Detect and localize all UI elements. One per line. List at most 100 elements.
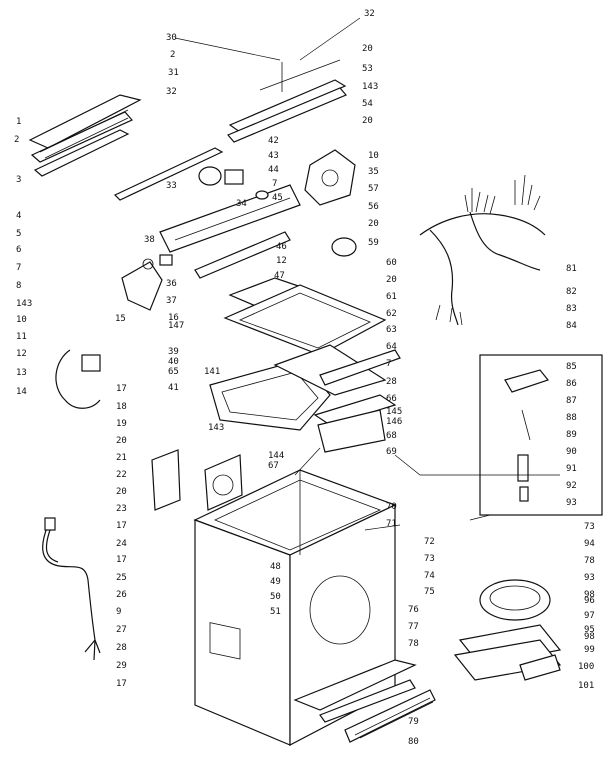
callout-label: 146 bbox=[386, 417, 403, 427]
callout-label: 95 bbox=[584, 625, 595, 635]
callout-label: 77 bbox=[408, 622, 419, 632]
callout-label: 10 bbox=[368, 151, 379, 161]
callout-label: 7 bbox=[386, 359, 392, 369]
callout-label: 17 bbox=[116, 384, 127, 394]
callout-label: 54 bbox=[362, 99, 373, 109]
callout-label: 26 bbox=[116, 590, 127, 600]
callout-label: 87 bbox=[566, 396, 577, 406]
callout-label: 145 bbox=[386, 407, 403, 417]
callout-label: 80 bbox=[408, 737, 419, 747]
callout-label: 94 bbox=[584, 539, 595, 549]
callout-label: 61 bbox=[386, 292, 397, 302]
callout-label: 143 bbox=[208, 423, 225, 433]
callout-label: 91 bbox=[566, 464, 577, 474]
callout-label: 93 bbox=[566, 498, 577, 508]
callout-label: 74 bbox=[424, 571, 435, 581]
callout-label: 48 bbox=[270, 562, 281, 572]
callout-label: 57 bbox=[368, 184, 379, 194]
callout-label: 78 bbox=[408, 639, 419, 649]
callout-label: 17 bbox=[116, 679, 127, 689]
part-fan-assembly bbox=[304, 149, 357, 257]
callout-label: 19 bbox=[116, 419, 127, 429]
callout-label: 10 bbox=[16, 315, 27, 325]
callout-label: 24 bbox=[116, 539, 127, 549]
callout-label: 37 bbox=[166, 296, 177, 306]
callout-label: 38 bbox=[144, 235, 155, 245]
callout-label: 8 bbox=[16, 281, 22, 291]
callout-label: 17 bbox=[116, 521, 127, 531]
callout-label: 49 bbox=[270, 577, 281, 587]
callout-label: 29 bbox=[116, 661, 127, 671]
callout-label: 20 bbox=[368, 219, 379, 229]
callout-label: 147 bbox=[168, 321, 185, 331]
callout-label: 20 bbox=[362, 116, 373, 126]
callout-label: 7 bbox=[272, 179, 278, 189]
callout-label: 96 bbox=[584, 596, 595, 606]
callout-label: 53 bbox=[362, 64, 373, 74]
callout-label: 85 bbox=[566, 362, 577, 372]
callout-label: 33 bbox=[166, 181, 177, 191]
callout-label: 143 bbox=[362, 82, 379, 92]
callout-label: 89 bbox=[566, 430, 577, 440]
callout-label: 98 bbox=[584, 590, 595, 600]
callout-label: 78 bbox=[584, 556, 595, 566]
callout-label: 30 bbox=[166, 33, 177, 43]
part-door-switch bbox=[151, 449, 243, 511]
callout-label: 144 bbox=[268, 451, 285, 461]
callout-label: 39 bbox=[168, 347, 179, 357]
callout-label: 3 bbox=[16, 175, 22, 185]
callout-label: 9 bbox=[116, 607, 122, 617]
callout-label: 12 bbox=[16, 349, 27, 359]
callout-label: 12 bbox=[276, 256, 287, 266]
callout-label: 43 bbox=[268, 151, 279, 161]
callout-label: 2 bbox=[14, 135, 20, 145]
callout-label: 82 bbox=[566, 287, 577, 297]
callout-label: 20 bbox=[386, 275, 397, 285]
callout-label: 28 bbox=[386, 377, 397, 387]
part-top-rear-panel bbox=[28, 94, 142, 177]
callout-label: 143 bbox=[16, 299, 33, 309]
callout-label: 15 bbox=[115, 314, 126, 324]
callout-label: 21 bbox=[116, 453, 127, 463]
callout-label: 16 bbox=[168, 313, 179, 323]
callout-label: 27 bbox=[116, 625, 127, 635]
callout-label: 90 bbox=[566, 447, 577, 457]
callout-label: 32 bbox=[166, 87, 177, 97]
callout-label: 22 bbox=[116, 470, 127, 480]
callout-label: 31 bbox=[168, 68, 179, 78]
callout-label: 18 bbox=[116, 402, 127, 412]
callout-label: 101 bbox=[578, 681, 595, 691]
callout-label: 51 bbox=[270, 607, 281, 617]
callout-label: 70 bbox=[386, 502, 397, 512]
callout-label: 73 bbox=[424, 554, 435, 564]
callout-label: 98 bbox=[584, 632, 595, 642]
callout-label: 60 bbox=[386, 258, 397, 268]
callout-label: 5 bbox=[16, 229, 22, 239]
callout-label: 23 bbox=[116, 504, 127, 514]
callout-label: 7 bbox=[16, 263, 22, 273]
leader-lines bbox=[174, 17, 560, 531]
callout-label: 56 bbox=[368, 202, 379, 212]
callout-label: 81 bbox=[566, 264, 577, 274]
callout-label: 72 bbox=[424, 537, 435, 547]
callout-label: 69 bbox=[386, 447, 397, 457]
callout-label: 71 bbox=[386, 519, 397, 529]
part-left-bracket bbox=[121, 254, 173, 311]
callout-label: 65 bbox=[168, 367, 179, 377]
part-toe-panel bbox=[293, 659, 436, 743]
callout-label: 32 bbox=[364, 9, 375, 19]
callout-label: 44 bbox=[268, 165, 279, 175]
callout-label: 84 bbox=[566, 321, 577, 331]
callout-label: 42 bbox=[268, 136, 279, 146]
part-timer bbox=[198, 166, 269, 200]
callout-label: 47 bbox=[274, 271, 285, 281]
callout-label: 41 bbox=[168, 383, 179, 393]
callout-label: 28 bbox=[116, 643, 127, 653]
callout-label: 40 bbox=[168, 357, 179, 367]
callout-label: 64 bbox=[386, 342, 397, 352]
part-hose-ring bbox=[55, 349, 101, 409]
callout-label: 6 bbox=[16, 245, 22, 255]
callout-label: 97 bbox=[584, 611, 595, 621]
